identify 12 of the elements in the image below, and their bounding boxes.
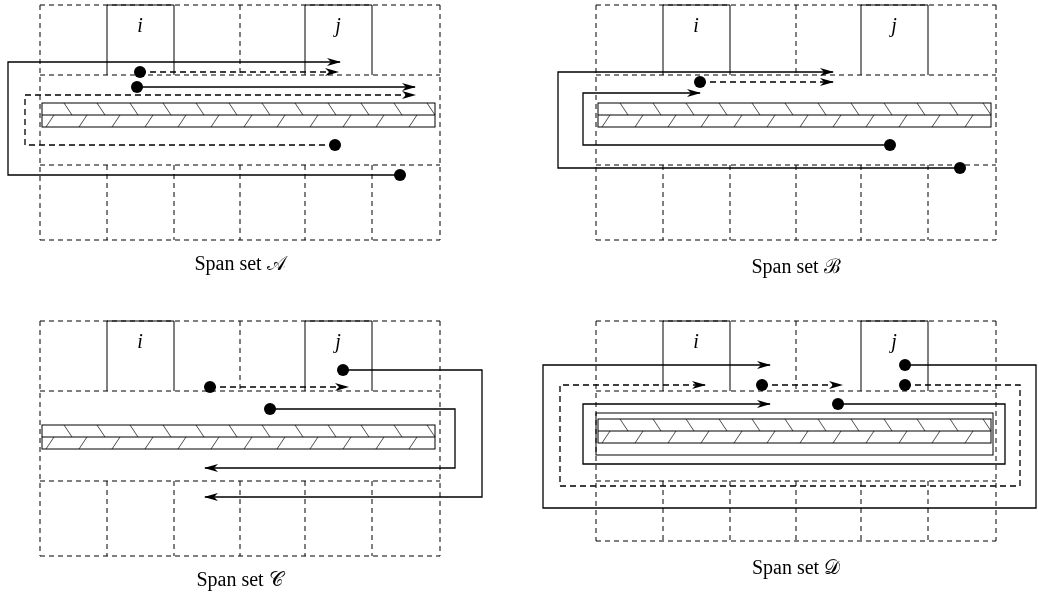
- column-label: i: [693, 330, 699, 353]
- column-label: j: [335, 330, 341, 353]
- caption: Span set 𝒞: [196, 568, 284, 591]
- column-label: i: [137, 14, 143, 37]
- column-label: j: [335, 14, 341, 37]
- column-label: i: [693, 14, 699, 37]
- column-label: j: [891, 330, 897, 353]
- column-label: i: [137, 330, 143, 353]
- column-label: j: [891, 14, 897, 37]
- caption: Span set ℬ: [751, 254, 841, 279]
- caption: Span set 𝒜: [194, 252, 286, 275]
- caption: Span set 𝒟: [751, 556, 841, 579]
